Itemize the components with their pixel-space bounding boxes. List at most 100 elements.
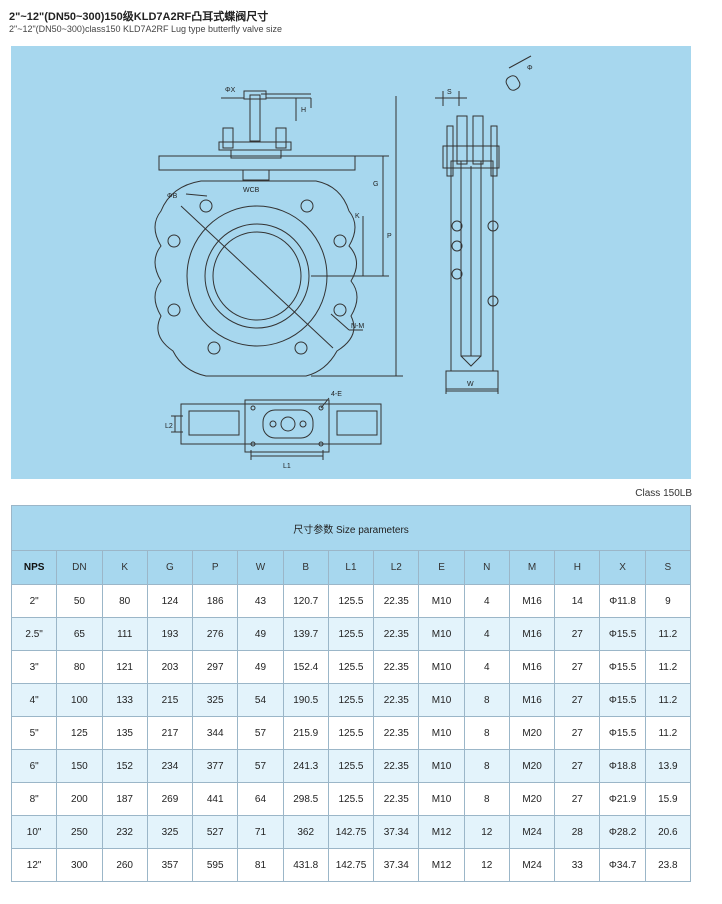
table-cell: 22.35 [373,749,420,783]
table-cell: 133 [101,683,148,717]
table-cell: 8 [463,683,510,717]
table-cell: 28 [554,815,601,849]
table-cell: 269 [146,782,194,816]
table-cell: 27 [554,617,601,651]
table-cell: 11.2 [644,650,692,684]
table-cell: 142.75 [327,815,375,849]
table-cell: 193 [146,617,194,651]
table-cell: 250 [56,815,103,849]
table-cell: 260 [101,848,148,882]
table-cell: 234 [146,749,194,783]
table-cell: M10 [418,782,465,816]
col-header: G [146,550,194,585]
table-cell: 54 [237,683,284,717]
table-cell: 71 [237,815,284,849]
label-l2: L2 [165,423,173,430]
label-w: W [467,381,474,388]
table-cell: 23.8 [644,848,692,882]
table-cell: 125.5 [327,584,375,618]
table-cell: 125.5 [327,749,375,783]
table-cell: 120.7 [282,584,329,618]
label-s: S [447,89,452,96]
table-cell: 215.9 [282,716,329,750]
table-cell: 135 [101,716,148,750]
table-cell: 49 [237,617,284,651]
table-cell: 12 [463,815,510,849]
table-cell: 152.4 [282,650,329,684]
col-header: W [237,550,284,585]
table-cell: 22.35 [373,716,420,750]
table-cell: 57 [237,716,284,750]
table-cell: M16 [508,617,556,651]
table-cell: 22.35 [373,617,420,651]
page-subtitle: 2"~12"(DN50~300)class150 KLD7A2RF Lug ty… [9,24,283,34]
table-cell: 139.7 [282,617,329,651]
table-cell: 121 [101,650,148,684]
table-cell: 37.34 [373,815,420,849]
table-cell: M16 [508,650,556,684]
table-cell: M24 [508,815,556,849]
table-cell: M10 [418,650,465,684]
table-cell: 80 [56,650,103,684]
table-cell: 125.5 [327,782,375,816]
table-cell: 2.5" [10,617,58,651]
table-cell: 100 [56,683,103,717]
table-cell: 8" [10,782,58,816]
table-cell: 125 [56,716,103,750]
table-cell: 200 [56,782,103,816]
table-cell: 344 [192,716,239,750]
col-header: DN [56,550,103,585]
col-header: L2 [373,550,420,585]
table-cell: 186 [192,584,239,618]
table-cell: M10 [418,716,465,750]
table-cell: 22.35 [373,584,420,618]
table-cell: 12" [10,848,58,882]
table-cell: 50 [56,584,103,618]
table-cell: 6" [10,749,58,783]
table-cell: 150 [56,749,103,783]
col-header: K [101,550,148,585]
table-cell: Φ15.5 [599,650,646,684]
table-cell: 3" [10,650,58,684]
label-l1: L1 [283,463,291,470]
table-cell: 357 [146,848,194,882]
table-cell: 14 [554,584,601,618]
table-cell: 22.35 [373,650,420,684]
table-cell: 43 [237,584,284,618]
table-cell: 11.2 [644,716,692,750]
table-cell: M16 [508,584,556,618]
table-cell: 4 [463,650,510,684]
table-cell: 297 [192,650,239,684]
table-cell: M10 [418,683,465,717]
table-cell: Φ28.2 [599,815,646,849]
col-header: P [192,550,239,585]
col-header: S [644,550,692,585]
table-cell: 187 [101,782,148,816]
table-cell: 27 [554,650,601,684]
table-cell: Φ21.9 [599,782,646,816]
table-cell: 217 [146,716,194,750]
table-cell: 10" [10,815,58,849]
table-cell: 57 [237,749,284,783]
table-cell: 595 [192,848,239,882]
table-cell: 190.5 [282,683,329,717]
table-cell: 13.9 [644,749,692,783]
table-cell: 300 [56,848,103,882]
col-header: M [508,550,556,585]
col-header: E [418,550,465,585]
table-cell: 9 [644,584,692,618]
table-cell: 4 [463,584,510,618]
table-cell: 2" [10,584,58,618]
valve-technical-drawing: ΦX H WCB ΦB G K P N-M S W Φ 4-E L1 L2 [11,46,691,479]
table-cell: 80 [101,584,148,618]
table-cell: 4" [10,683,58,717]
label-phi-b: ΦB [167,193,178,200]
label-n-m: N-M [351,323,364,330]
